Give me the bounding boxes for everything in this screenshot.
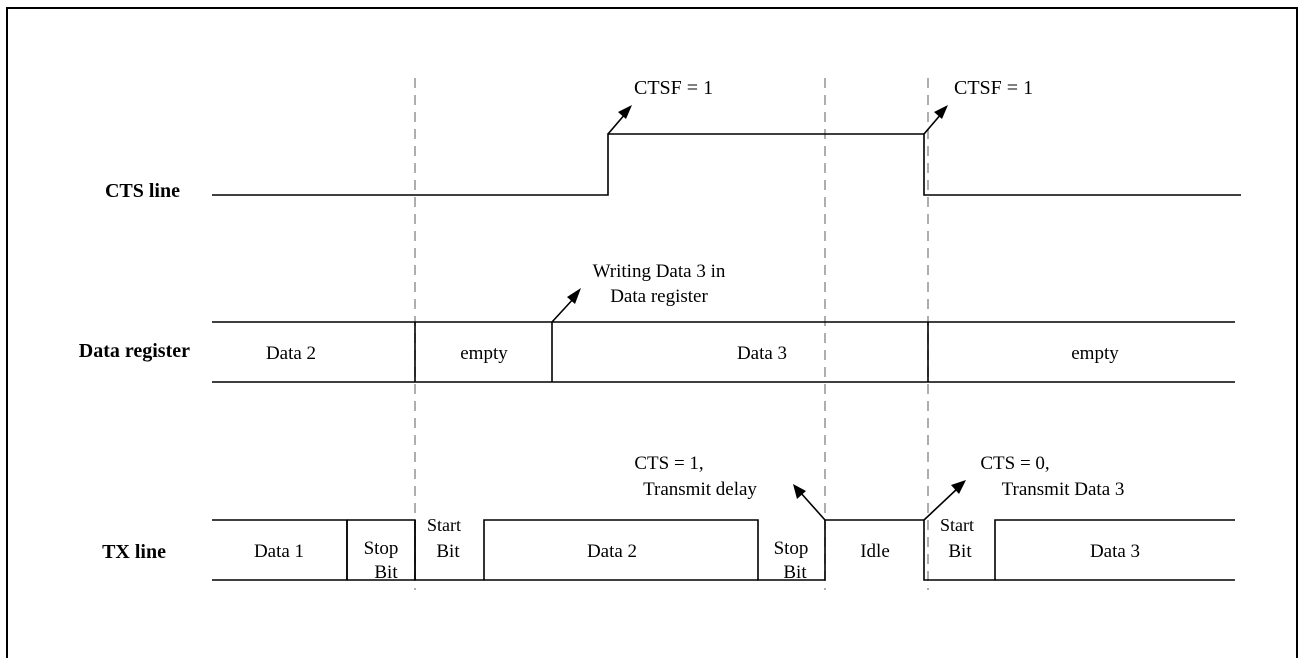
cts0-label-line2: Transmit Data 3 (1002, 479, 1125, 500)
data-register-label: Data register (79, 340, 190, 362)
tx-start2-line2: Bit (948, 541, 972, 562)
tx-waveform (212, 519, 1235, 581)
tx-stop2-line2: Bit (783, 562, 807, 583)
tx-idle: Idle (860, 541, 890, 562)
register-seg-data3: Data 3 (737, 343, 787, 364)
tx-start1-line1: Start (427, 515, 461, 535)
cts0-label-line1: CTS = 0, (980, 453, 1049, 474)
tx-start2-line1: Start (940, 515, 974, 535)
cts-line-label: CTS line (105, 180, 180, 202)
tx-stop2-line1: Stop (774, 538, 809, 559)
register-seg-empty-2: empty (1071, 343, 1119, 364)
cts1-arrow (793, 484, 826, 521)
ctsf-arrow-1 (607, 105, 632, 135)
tx-data2: Data 2 (587, 541, 637, 562)
tx-data1: Data 1 (254, 541, 304, 562)
tx-start1-line2: Bit (436, 541, 460, 562)
cts-waveform (212, 133, 1241, 196)
register-seg-data2: Data 2 (266, 343, 316, 364)
writing-label-line1: Writing Data 3 in (593, 261, 726, 282)
cts1-label-line1: CTS = 1, (634, 453, 703, 474)
ctsf-label-2: CTSF = 1 (954, 77, 1033, 99)
data-register-bus (212, 321, 1235, 383)
ctsf-label-1: CTSF = 1 (634, 77, 713, 99)
ctsf-arrow-2 (923, 105, 948, 135)
cts0-arrow (923, 480, 966, 521)
tx-data3: Data 3 (1090, 541, 1140, 562)
tx-stop1-line1: Stop (364, 538, 399, 559)
write-arrow (551, 288, 581, 323)
cts1-label-line2: Transmit delay (643, 479, 757, 500)
writing-label-line2: Data register (610, 286, 708, 307)
diagram-frame (6, 7, 1298, 658)
register-seg-empty-1: empty (460, 343, 508, 364)
tx-line-label: TX line (102, 541, 166, 563)
tx-stop1-line2: Bit (374, 562, 398, 583)
